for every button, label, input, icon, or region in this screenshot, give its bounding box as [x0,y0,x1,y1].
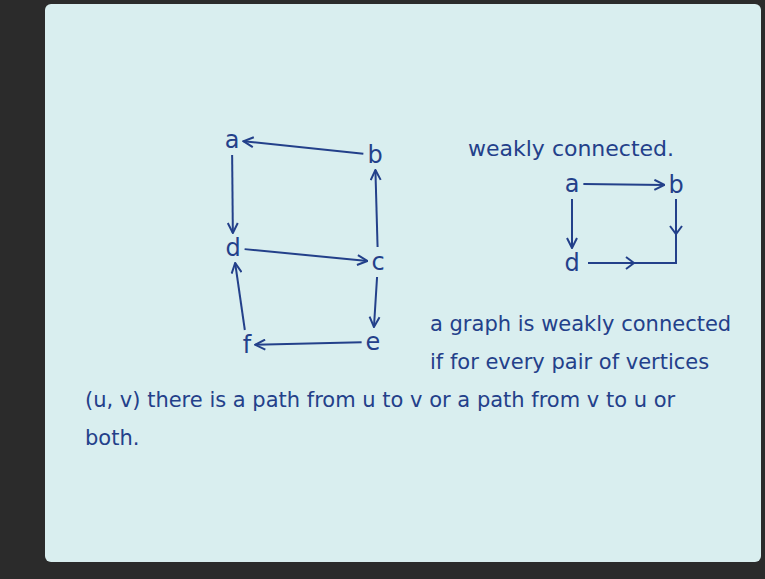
vertex-node: e [362,327,385,357]
vertex-label: f [243,332,251,358]
vertex-label: a [225,127,240,153]
directed-edge [245,249,368,261]
heading-text: weakly connected. [468,136,674,161]
arrow-head [626,257,634,269]
directed-edge [231,155,234,233]
directed-edge [571,199,573,248]
text-indent-spacer [85,305,430,377]
vertex-node: b [664,170,687,200]
vertex-label: d [564,250,579,276]
directed-edge [375,170,377,247]
vertex-node: a [221,125,244,155]
vertex-node: b [363,140,386,170]
vertex-label: b [367,142,382,168]
directed-edge [235,263,245,330]
vertex-label: a [565,171,580,197]
definition-text: a graph is weakly connected if for every… [85,312,731,450]
definition-note: a graph is weakly connected if for every… [85,305,735,457]
graph-edge-lines [588,199,676,263]
vertex-label: c [371,249,384,275]
paper-ground [45,4,761,562]
vertex-label: e [366,329,381,355]
vertex-node: a [561,169,584,199]
arrow-head [670,226,682,234]
directed-edge [255,342,361,345]
vertex-node: f [239,330,255,360]
directed-edge [374,277,377,327]
vertex-node: d [221,233,244,263]
vertex-node: c [367,247,388,277]
directed-edge [243,141,363,154]
directed-edge [583,183,664,186]
vertex-label: d [225,235,240,261]
vertex-label: b [668,172,683,198]
vertex-node: d [560,248,583,278]
